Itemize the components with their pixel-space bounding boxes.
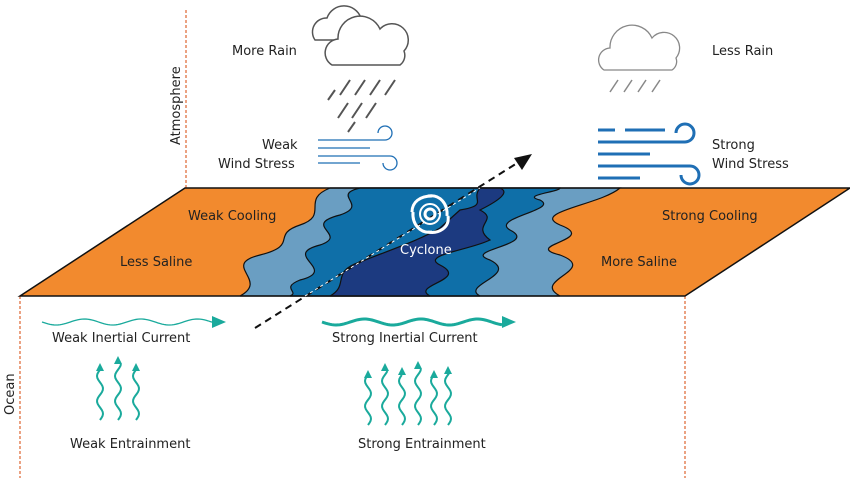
entrainment-arrow bbox=[131, 369, 141, 421]
strong-current-label: Strong Inertial Current bbox=[332, 331, 478, 346]
cloud-icon bbox=[597, 24, 681, 71]
arrow-head bbox=[514, 154, 532, 170]
strong-wind-label-1: Strong bbox=[712, 138, 755, 153]
entrainment-arrow bbox=[413, 368, 423, 426]
entrainment-arrow bbox=[363, 376, 373, 426]
arrow-head bbox=[364, 370, 372, 378]
strong-entrainment-label: Strong Entrainment bbox=[358, 437, 486, 452]
entrainment-arrow bbox=[95, 369, 105, 421]
arrow-head bbox=[430, 370, 438, 378]
arrow-head bbox=[96, 363, 104, 371]
ocean-surface bbox=[17, 187, 850, 297]
weak-current-label: Weak Inertial Current bbox=[52, 331, 190, 346]
strong-current-arrow bbox=[321, 316, 516, 328]
arrow-head bbox=[381, 363, 389, 371]
weak-wind-label-2: Wind Stress bbox=[218, 157, 295, 172]
entrainment-arrow bbox=[397, 374, 407, 426]
weak-entrainment-label: Weak Entrainment bbox=[70, 437, 190, 452]
strong-entrainment-arrows bbox=[363, 361, 453, 426]
strong-wind-label-2: Wind Stress bbox=[712, 157, 789, 172]
light-rain bbox=[609, 79, 661, 93]
wind-icon bbox=[318, 125, 398, 171]
strong-cooling-label: Strong Cooling bbox=[662, 209, 758, 224]
wavy-line bbox=[321, 317, 503, 327]
more-rain-label: More Rain bbox=[232, 44, 297, 59]
entrainment-arrow bbox=[113, 363, 123, 421]
entrainment-arrow bbox=[429, 376, 439, 426]
cloud-icon bbox=[311, 5, 410, 66]
weak-entrainment-arrows bbox=[95, 356, 141, 421]
less-saline-label: Less Saline bbox=[120, 255, 192, 270]
arrow-head bbox=[444, 366, 452, 374]
arrow-head bbox=[212, 316, 226, 328]
entrainment-arrow bbox=[443, 372, 453, 426]
cyclone-icon bbox=[410, 194, 450, 234]
weak-cooling-label: Weak Cooling bbox=[188, 209, 276, 224]
wind-icon bbox=[598, 122, 701, 186]
arrow-head bbox=[414, 361, 422, 369]
heavy-rain bbox=[327, 79, 396, 133]
less-rain-label: Less Rain bbox=[712, 44, 773, 59]
weak-current-arrow bbox=[41, 316, 226, 328]
arrow-head bbox=[114, 356, 122, 364]
arrow-head bbox=[502, 316, 516, 328]
ocean-label: Ocean bbox=[3, 373, 18, 415]
arrow-head bbox=[132, 363, 140, 371]
wavy-line bbox=[41, 318, 213, 326]
weak-wind-label-1: Weak bbox=[262, 138, 298, 153]
cyclone-label: Cyclone bbox=[400, 243, 452, 258]
arrow-head bbox=[398, 367, 406, 375]
entrainment-arrow bbox=[380, 370, 390, 426]
more-saline-label: More Saline bbox=[601, 255, 677, 270]
atmosphere-label: Atmosphere bbox=[169, 66, 184, 145]
